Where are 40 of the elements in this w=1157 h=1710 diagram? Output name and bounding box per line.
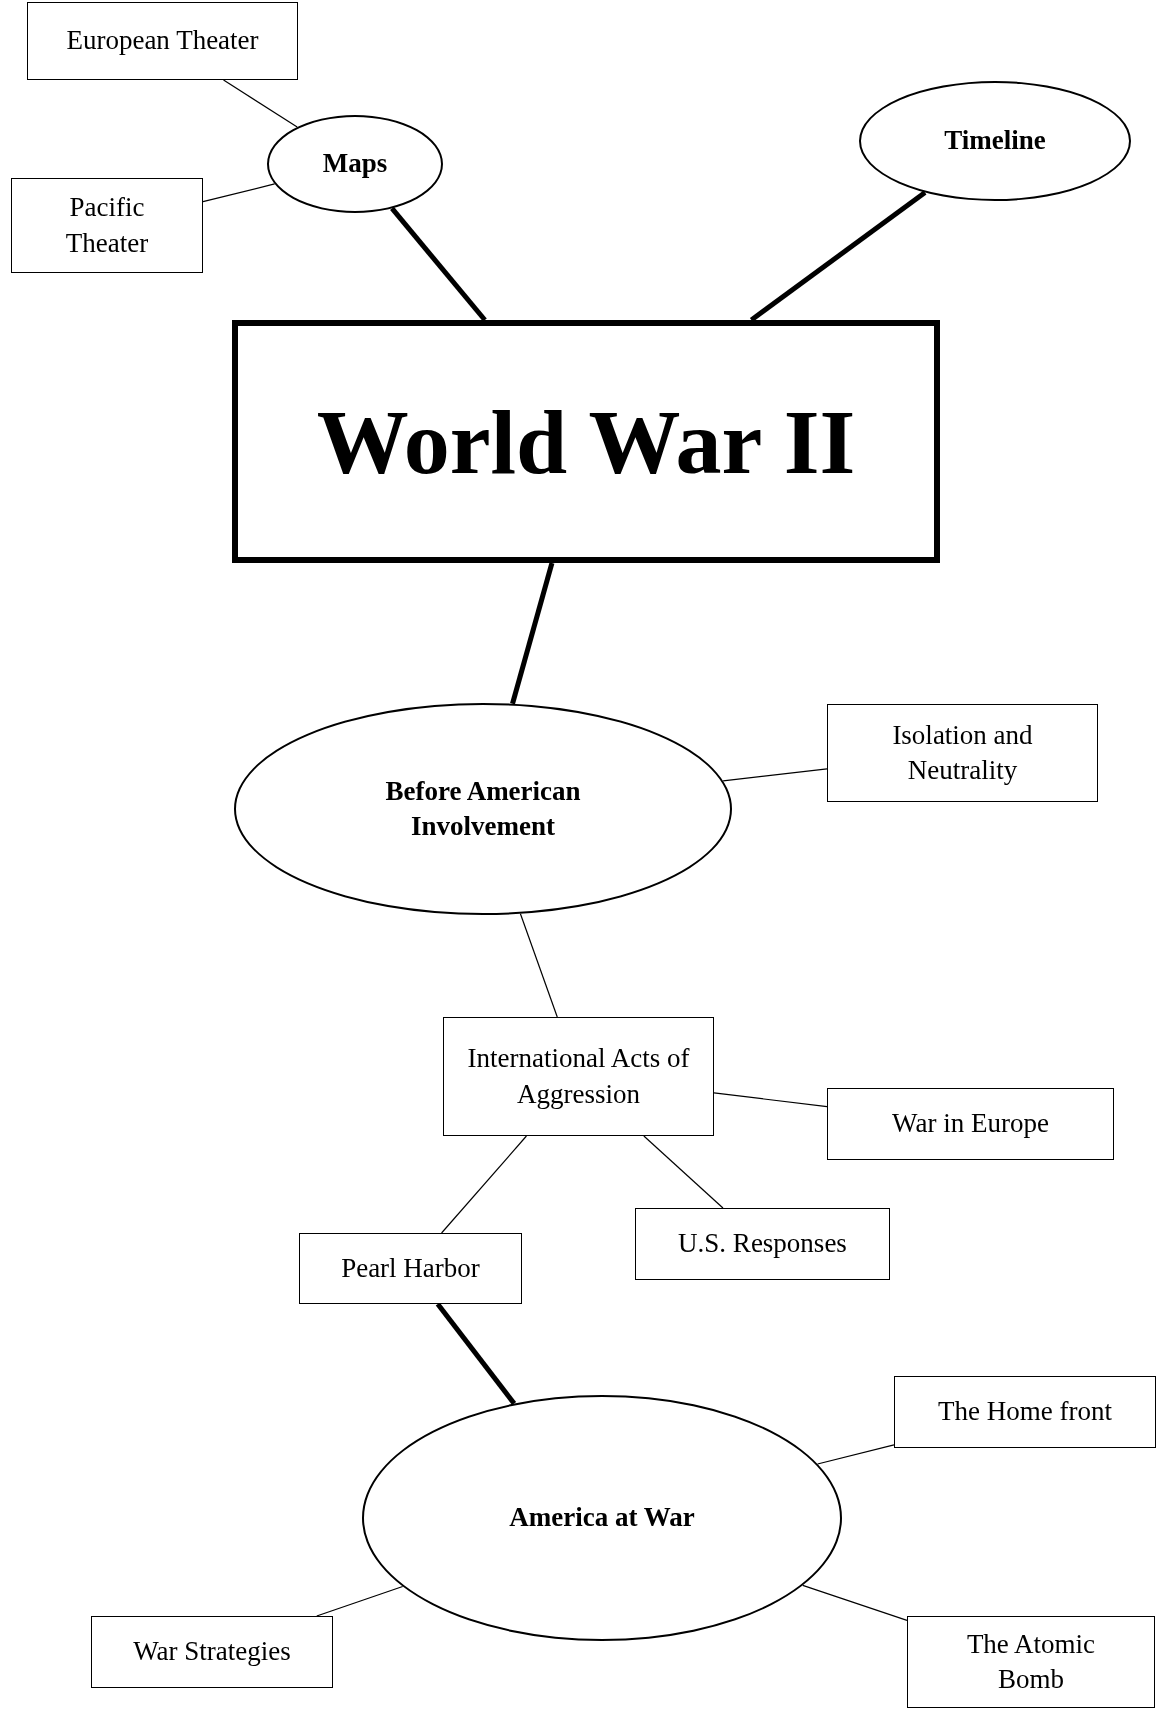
topic-box — [827, 704, 1098, 802]
connector-line — [817, 1444, 895, 1465]
node-label: European Theater — [66, 24, 259, 58]
node-label: Before American Involvement — [384, 774, 582, 843]
connector-line — [202, 183, 276, 203]
node-label: Pearl Harbor — [341, 1251, 480, 1285]
connector-line — [713, 1092, 828, 1108]
connector-line — [802, 1584, 908, 1621]
connector-line — [435, 1302, 517, 1406]
topic-box — [635, 1208, 890, 1280]
node-label: America at War — [509, 1501, 695, 1535]
topic-box — [443, 1017, 714, 1136]
node-label: U.S. Responses — [678, 1227, 847, 1261]
node-label: War Strategies — [133, 1635, 291, 1669]
topic-box — [907, 1616, 1155, 1708]
topic-box — [894, 1376, 1156, 1448]
connector-line — [722, 768, 828, 782]
node-label: War in Europe — [892, 1107, 1049, 1141]
node-label: Timeline — [944, 124, 1046, 158]
topic-box — [91, 1616, 333, 1688]
connector-line — [316, 1585, 404, 1617]
connector-line — [519, 913, 558, 1018]
node-label: Pacific Theater — [64, 191, 150, 260]
connector-line — [390, 206, 487, 322]
node-label: Isolation and Neutrality — [891, 718, 1034, 787]
topic-box — [27, 2, 298, 80]
connector-line — [749, 190, 927, 322]
topic-box — [11, 178, 203, 273]
connector-line — [222, 79, 298, 128]
connector-line — [510, 562, 555, 705]
topic-box — [827, 1088, 1114, 1160]
connector-line — [440, 1135, 528, 1234]
node-label: The Atomic Bomb — [965, 1627, 1097, 1696]
node-label: The Home front — [938, 1395, 1112, 1429]
title-text: World War II — [316, 395, 856, 488]
topic-box — [299, 1233, 522, 1304]
node-label: International Acts of Aggression — [466, 1042, 691, 1111]
connector-line — [643, 1135, 724, 1209]
title-box — [232, 320, 940, 563]
node-label: Maps — [322, 147, 388, 181]
